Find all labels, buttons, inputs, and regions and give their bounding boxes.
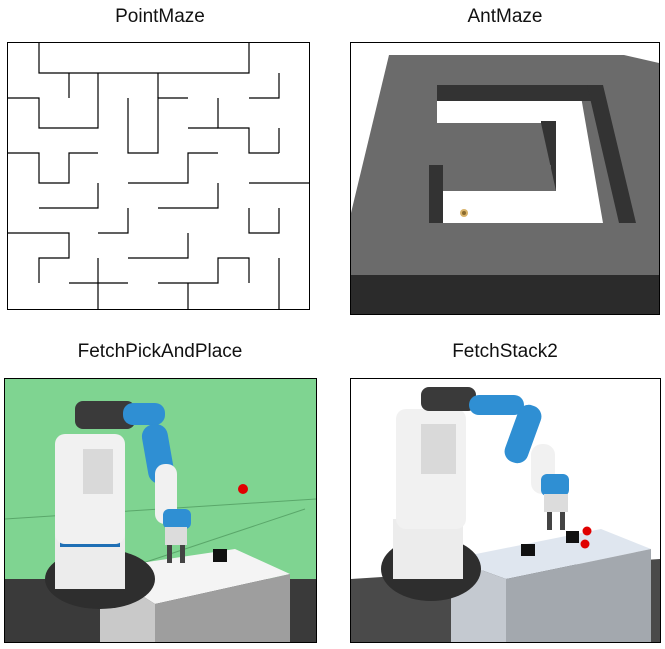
fetch-stack2-title: FetchStack2 [452, 341, 558, 362]
ant-maze-image [350, 42, 660, 315]
goal-marker-2-icon [580, 539, 590, 549]
point-maze-image [7, 42, 310, 310]
point-maze-walls [8, 43, 309, 309]
goal-marker-1-icon [582, 526, 592, 536]
fetch-stack2-scene [351, 379, 660, 642]
ant-maze-title: AntMaze [467, 6, 543, 27]
ant-agent-icon [460, 209, 468, 217]
ant-maze-scene [351, 43, 659, 314]
fetch-pick-and-place-title: FetchPickAndPlace [77, 341, 243, 362]
fetch-pick-and-place-image [4, 378, 317, 643]
fetch-pick-and-place-scene [5, 379, 316, 642]
goal-marker-icon [238, 484, 248, 494]
fetch-stack2-image [350, 378, 661, 643]
point-maze-title: PointMaze [115, 6, 205, 27]
